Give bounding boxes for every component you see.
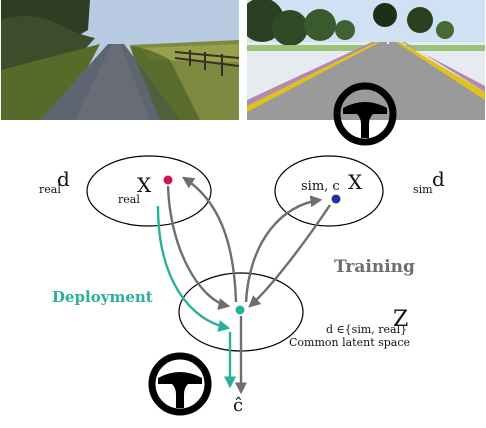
- real-domain-ellipse: [86, 155, 212, 227]
- real-sample-label: X: [137, 173, 152, 197]
- training-label: Training: [334, 257, 415, 277]
- output-label: ĉ: [233, 395, 243, 416]
- real-domain-label: d: [57, 167, 70, 191]
- sim-domain-ellipse: [274, 155, 384, 227]
- real-domain-sub: real: [39, 183, 61, 196]
- sim-domain-label: d: [432, 167, 445, 191]
- sim-sample-label: X: [348, 170, 363, 194]
- latent-caption: Common latent space: [289, 336, 410, 349]
- latent-sub: d ∈{sim, real}: [326, 323, 407, 336]
- latent-dot: [235, 305, 245, 315]
- real-road-photo: [1, 0, 239, 120]
- steering-wheel-icon: [333, 82, 397, 146]
- deployment-label: Deployment: [52, 288, 153, 306]
- sim-domain-sub: sim: [413, 183, 433, 196]
- sim-sample-dot: [331, 194, 341, 204]
- real-sample-sub: real: [118, 193, 140, 206]
- training-edges: [166, 176, 331, 395]
- sim-sample-sub: sim, c: [301, 179, 340, 194]
- sim-road-render: [247, 0, 485, 120]
- real-sample-dot: [163, 175, 173, 185]
- steering-wheel-icon: [148, 352, 212, 416]
- latent-label: Z: [393, 307, 408, 332]
- deployment-edges: [156, 205, 236, 389]
